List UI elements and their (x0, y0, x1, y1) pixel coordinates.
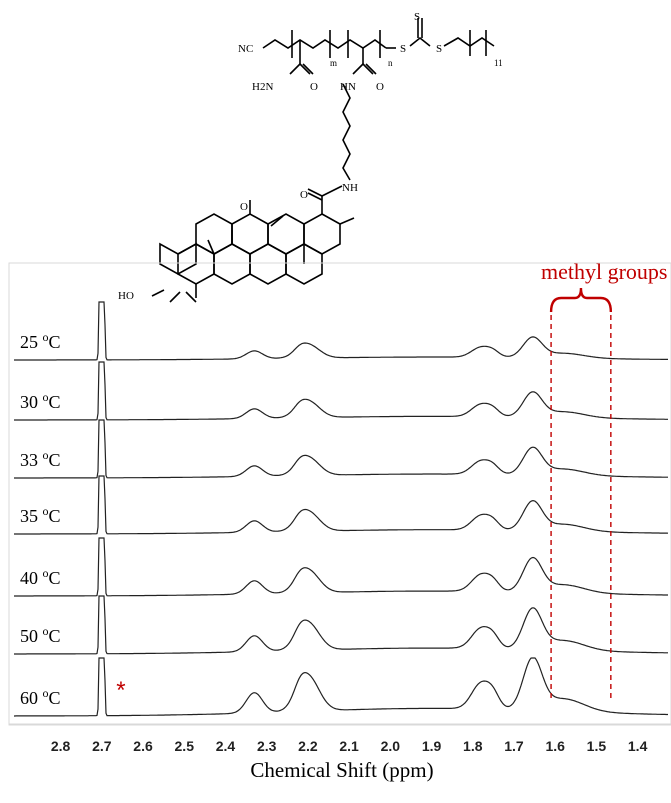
x-axis-label: Chemical Shift (ppm) (250, 758, 433, 782)
x-tick-label: 2.5 (175, 738, 195, 754)
structure-label: O (240, 201, 248, 213)
x-tick-label: 2.2 (298, 738, 318, 754)
plot-area (8, 262, 671, 726)
temperature-label-30: 30 oC (20, 390, 61, 412)
structure-label: O (300, 189, 308, 201)
x-tick-label: 2.7 (92, 738, 112, 754)
x-tick-label: 2.0 (381, 738, 401, 754)
spectrum-60 (14, 657, 668, 717)
structure-label: O (376, 81, 384, 93)
structure-label: n (388, 58, 393, 68)
asterisk-marker: * (116, 677, 125, 704)
x-tick-label: 2.4 (216, 738, 236, 754)
x-tick-label: 2.3 (257, 738, 277, 754)
spectrum-35 (14, 475, 669, 535)
temperature-label-25: 25 oC (20, 330, 61, 352)
structure-label: HO (118, 290, 134, 302)
spectrum-25 (14, 301, 668, 361)
methyl-groups-label: methyl groups (541, 259, 668, 284)
x-tick-label: 2.8 (51, 738, 71, 754)
chemical-structure (151, 18, 495, 303)
x-tick-label: 1.9 (422, 738, 442, 754)
structure-label: S (436, 43, 442, 55)
temperature-label-35: 35 oC (20, 504, 61, 526)
methyl-brace (549, 287, 613, 313)
x-tick-label: 2.1 (339, 738, 359, 754)
structure-label: H2N (252, 81, 273, 93)
x-tick-label: 1.5 (587, 738, 607, 754)
structure-label: O (310, 81, 318, 93)
spectrum-40 (14, 537, 668, 597)
x-axis: 2.8 2.7 2.6 2.5 2.4 2.3 2.2 2.1 2.0 1.9 1.8 1.7 1.6 1… (9, 723, 671, 754)
x-tick-label: 1.7 (504, 738, 524, 754)
temperature-label-50: 50 oC (20, 624, 61, 646)
structure-label: S (400, 43, 406, 55)
x-tick-label: 2.6 (133, 738, 153, 754)
temperature-label-40: 40 oC (20, 566, 61, 588)
structure-label: m (330, 58, 337, 68)
structure-label: NC (238, 43, 253, 55)
spectrum-30 (14, 361, 668, 421)
structure-label: 11 (494, 58, 503, 68)
spectrum-50 (14, 595, 668, 655)
x-tick-label: 1.8 (463, 738, 483, 754)
structure-label: S (414, 11, 420, 23)
structure-label: HN (340, 81, 356, 93)
temperature-label-60: 60 oC (20, 686, 61, 708)
spectra-group (14, 301, 669, 717)
annotations: methyl groups * (116, 259, 667, 704)
x-tick-label: 1.6 (545, 738, 565, 754)
x-tick-label: 1.4 (628, 738, 648, 754)
structure-label: NH (342, 182, 358, 194)
temperature-labels: 25 oC 30 oC 33 oC 35 oC 40 oC 50 oC 60 oC (20, 330, 61, 708)
spectrum-33 (14, 419, 668, 479)
temperature-label-33: 33 oC (20, 448, 61, 470)
